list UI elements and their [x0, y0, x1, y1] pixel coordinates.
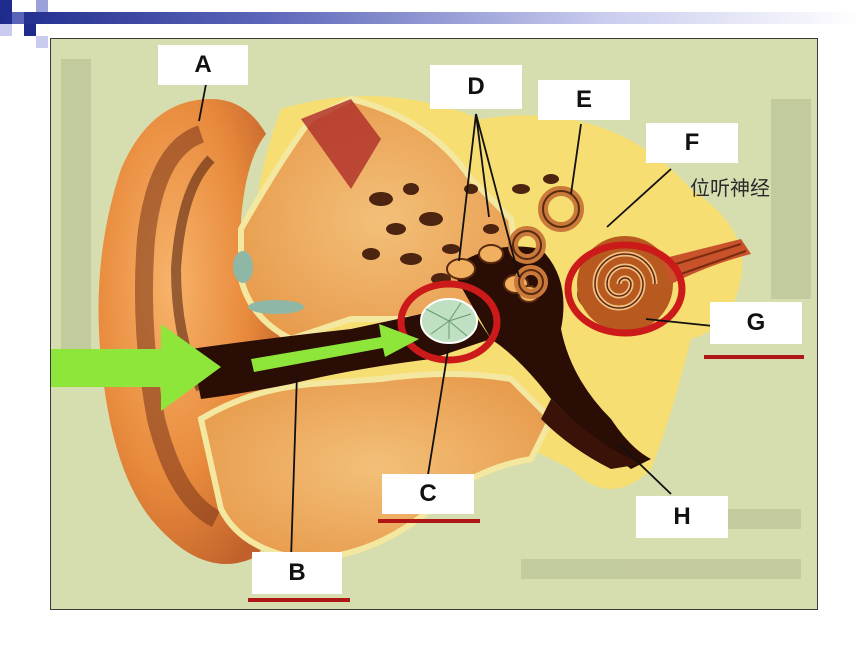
label-G: G [710, 302, 802, 344]
header-square [12, 12, 24, 24]
sound-wave-arrow-small [251, 324, 419, 372]
sound-wave-arrow-large [51, 324, 221, 411]
header-square [24, 24, 36, 36]
tympanic-membrane-lines [425, 302, 472, 339]
cochlea [577, 236, 673, 332]
cochlea-highlight-circle [564, 241, 686, 337]
header-square [36, 36, 48, 48]
middle-ear-cavity [451, 246, 651, 469]
nerve-annotation: 位听神经 [690, 176, 770, 200]
leader-lines [198, 83, 714, 560]
ear-illustration [51, 39, 817, 609]
label-C-underline [378, 519, 480, 523]
tympanic-highlight-circle [397, 280, 501, 364]
label-A: A [158, 45, 248, 85]
label-B-underline [248, 598, 350, 602]
header-square [36, 0, 48, 12]
label-G-underline [704, 355, 804, 359]
label-H: H [636, 496, 728, 538]
slide-header-bar [0, 12, 860, 24]
label-F: F [646, 123, 738, 163]
label-C: C [382, 474, 474, 514]
header-square [0, 0, 12, 12]
label-E: E [538, 80, 630, 120]
label-D: D [430, 65, 522, 109]
eustachian-tube [541, 399, 641, 469]
header-square [0, 24, 12, 36]
label-B: B [252, 552, 342, 594]
